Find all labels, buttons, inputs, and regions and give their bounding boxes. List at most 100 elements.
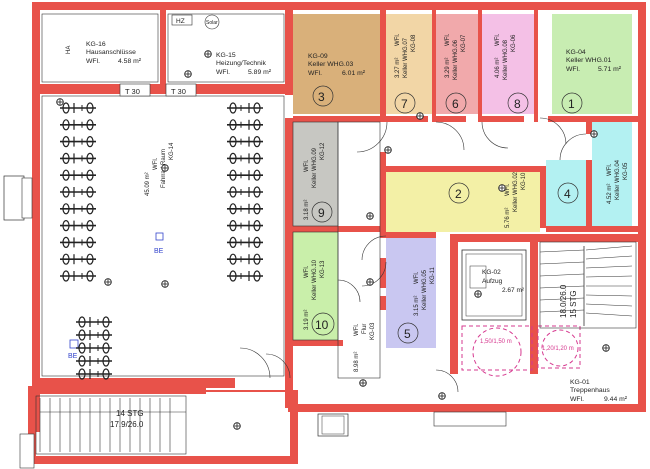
kg12-code: KG-12 bbox=[320, 142, 326, 160]
bicycle-icon bbox=[227, 236, 263, 248]
bicycle-icon bbox=[60, 220, 96, 232]
stairs-bottom-label: 14 STG 17.9/26.0 bbox=[110, 409, 144, 429]
kg13-wfl: WFl. bbox=[304, 265, 310, 278]
kg14-code: KG-14 bbox=[169, 142, 175, 160]
kg13-code: KG-13 bbox=[320, 260, 326, 278]
kg07-number: 6 bbox=[452, 97, 459, 111]
door-swing-icon bbox=[239, 117, 587, 393]
light-fixture-icon bbox=[366, 278, 374, 286]
stair-icon bbox=[539, 241, 637, 329]
room-kg05: 4.52 m² WFl. Keller WHG.04 KG-05 4 bbox=[557, 159, 629, 204]
kg06-wfl: WFl. bbox=[495, 33, 501, 46]
light-fixture-icon bbox=[590, 130, 598, 138]
outer-walls bbox=[28, 2, 646, 464]
light-fixture-icon bbox=[233, 422, 241, 430]
bicycle-icon bbox=[76, 342, 112, 354]
kg16-area: 4.58 m² bbox=[118, 58, 142, 65]
room-kg02: KG-02 Aufzug 2.67 m² bbox=[461, 249, 527, 321]
light-fixture-icon bbox=[416, 112, 424, 120]
bicycle-icon bbox=[76, 316, 112, 328]
room-kg08: 3.27 m² Keller WHG.07 KG-08 WFl. 7 bbox=[394, 33, 417, 114]
kg14-wfl: WFl. bbox=[153, 157, 159, 170]
kg08-wfl: WFl. bbox=[395, 33, 401, 46]
kg04-area: 5.71 m² bbox=[598, 66, 622, 73]
kg09-code: KG-09 bbox=[308, 53, 328, 60]
be-label-2: BE bbox=[68, 353, 78, 360]
bicycle-icon bbox=[60, 169, 96, 181]
kg07-name: Keller WHG.06 bbox=[453, 39, 459, 80]
stairs-right-label: 15 STG 18.0/26.0 bbox=[559, 284, 578, 318]
kg16-name: Hausanschlüsse bbox=[86, 49, 136, 56]
room-kg10: 5.76 m² WFl. Keller WHG.02 KG-10 2 bbox=[448, 171, 527, 228]
kg14-area: 45.09 m² bbox=[145, 172, 151, 196]
bicycle-icon bbox=[227, 270, 263, 282]
kg03-code: KG-03 bbox=[370, 322, 376, 340]
kg11-code: KG-11 bbox=[430, 266, 436, 284]
door-t30-a: T 30 bbox=[125, 87, 140, 96]
bicycle-icon bbox=[227, 102, 263, 114]
kg06-area: 4.06 m² bbox=[495, 58, 501, 78]
kg04-wfl: WFl. bbox=[566, 66, 580, 73]
light-fixture-icon bbox=[498, 184, 506, 192]
kg01-area: 9.44 m² bbox=[604, 396, 628, 403]
kg04-code: KG-04 bbox=[566, 49, 586, 56]
stairs-right-line2: 18.0/26.0 bbox=[559, 284, 568, 318]
room-kg12: 3.18 m² WFl. Keller WHG.09 KG-12 9 bbox=[304, 142, 333, 223]
light-fixture-icon bbox=[104, 278, 112, 286]
kg11-area: 3.15 m² bbox=[414, 296, 420, 316]
kg03-name: Flur bbox=[362, 324, 368, 334]
bicycle-icon bbox=[60, 119, 96, 131]
kg05-number: 4 bbox=[564, 187, 571, 201]
room-kg15: KG-15 Heizung/Technik WFl. 5.89 m² HZ So… bbox=[171, 14, 272, 76]
door-t30-b: T 30 bbox=[171, 87, 186, 96]
kg11-number: 5 bbox=[404, 327, 411, 341]
bicycle-icon bbox=[227, 119, 263, 131]
elevator-icon bbox=[469, 265, 487, 289]
kg05-wfl: WFl. bbox=[607, 163, 613, 176]
kg06-code: KG-06 bbox=[511, 34, 517, 52]
light-fixture-icon bbox=[161, 280, 169, 288]
light-fixture-icon bbox=[56, 98, 64, 106]
kg02-code: KG-02 bbox=[482, 269, 501, 276]
kg12-number: 9 bbox=[318, 206, 325, 220]
bicycle-icon bbox=[60, 203, 96, 215]
light-fixtures bbox=[56, 50, 610, 430]
kg15-code: KG-15 bbox=[216, 52, 236, 59]
kg05-name: Keller WHG.04 bbox=[615, 159, 621, 200]
kg10-name: Keller WHG.02 bbox=[513, 171, 519, 212]
kg04-number: 1 bbox=[568, 97, 575, 111]
kg09-number: 3 bbox=[318, 90, 325, 104]
bicycle-icon bbox=[76, 355, 112, 367]
bicycle-icon bbox=[60, 152, 96, 164]
kg10-area: 5.76 m² bbox=[505, 208, 511, 228]
room-kg04: KG-04 Keller WHG.01 WFl. 5.71 m² 1 bbox=[561, 49, 622, 114]
kg10-wfl: WFl. bbox=[505, 183, 511, 196]
kg13-area: 3.19 m² bbox=[304, 310, 310, 330]
doors-top-left: T 30 T 30 bbox=[119, 83, 197, 97]
kg03-area: 8.98 m² bbox=[354, 352, 360, 372]
light-fixture-icon bbox=[602, 344, 610, 352]
kg01-name: Treppenhaus bbox=[570, 387, 610, 394]
kg01-wfl: WFl. bbox=[570, 396, 584, 403]
room-kg01: KG-01 Treppenhaus WFl. 9.44 m² bbox=[570, 379, 628, 403]
bicycle-icon bbox=[227, 203, 263, 215]
kg09-area: 6.01 m² bbox=[342, 70, 366, 77]
bicycle-icon bbox=[60, 253, 96, 265]
bicycle-icon bbox=[60, 236, 96, 248]
bicycle-icon bbox=[60, 186, 96, 198]
kg05-area: 4.52 m² bbox=[607, 184, 613, 204]
bicycle-icon bbox=[227, 169, 263, 181]
kg06-number: 8 bbox=[514, 97, 521, 111]
stair-icon bbox=[35, 395, 187, 455]
kg01-code: KG-01 bbox=[570, 379, 590, 386]
room-kg03: 8.98 m² WFl. Flur KG-03 bbox=[354, 322, 376, 372]
kg10-code: KG-10 bbox=[521, 172, 527, 190]
bicycle-icon bbox=[227, 136, 263, 148]
bicycle-icon bbox=[76, 368, 112, 380]
room-kg06: 4.06 m² Keller WHG.08 KG-06 WFl. 8 bbox=[495, 33, 529, 114]
kg03-wfl: WFl. bbox=[354, 323, 360, 336]
light-fixture-icon bbox=[474, 290, 482, 298]
kg15-name: Heizung/Technik bbox=[216, 60, 266, 67]
light-fixture-icon bbox=[384, 146, 392, 154]
